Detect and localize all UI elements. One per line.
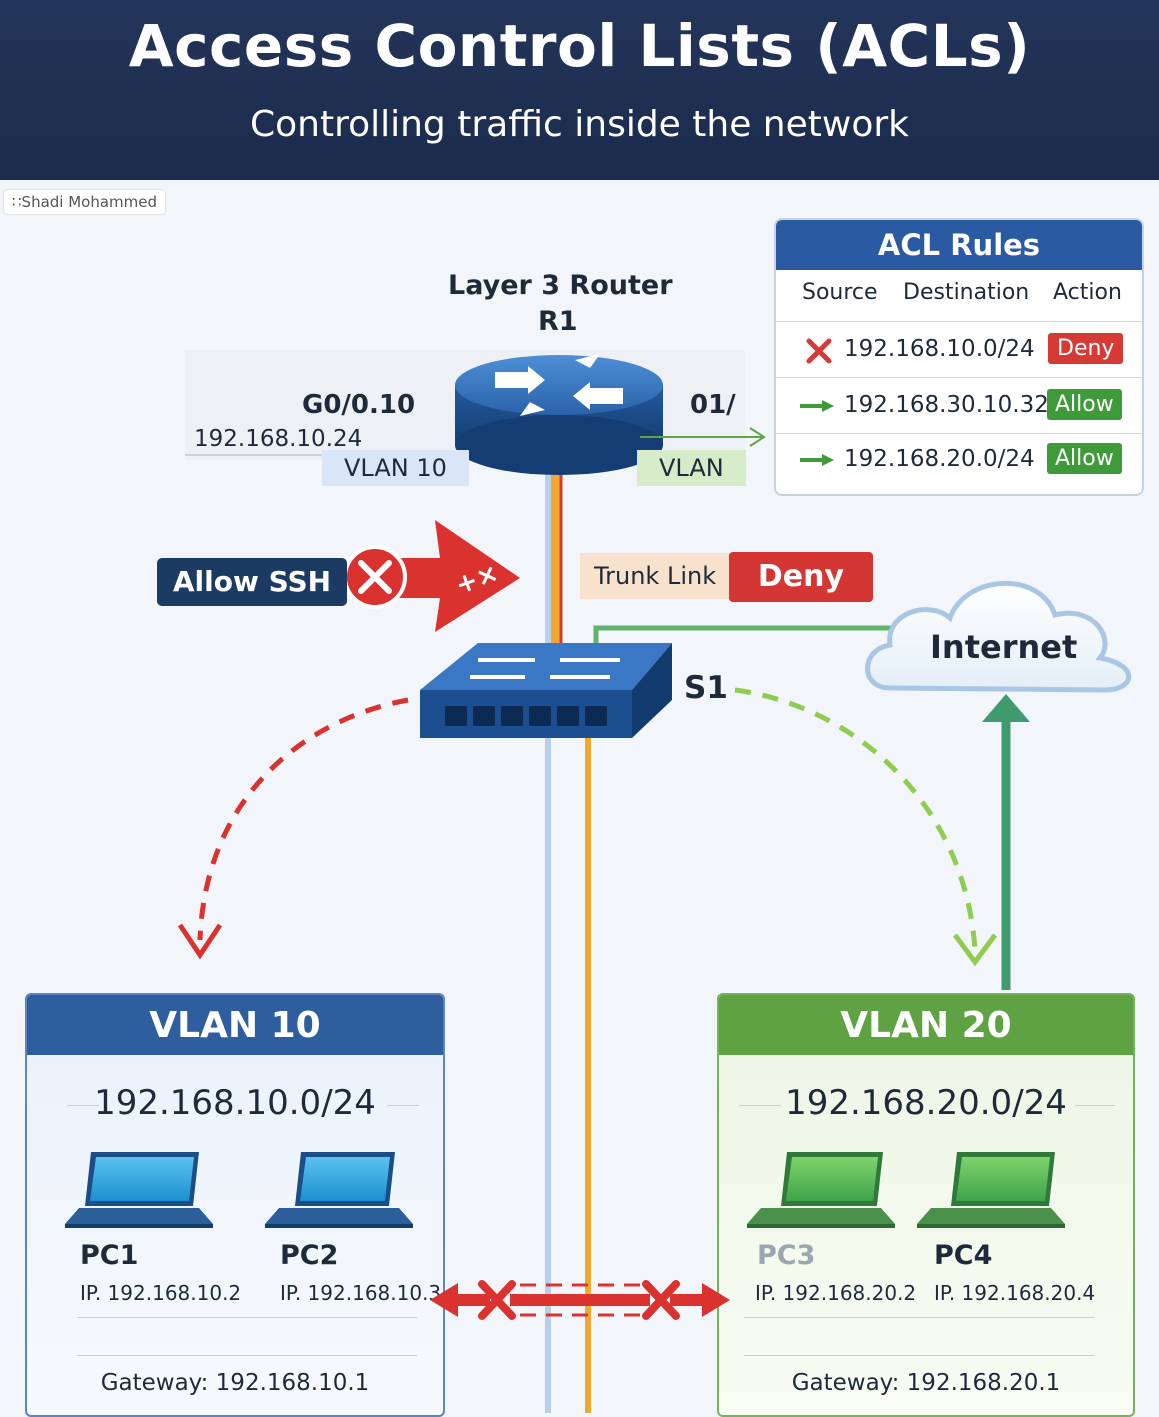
vlan20-title: VLAN 20 xyxy=(719,995,1133,1055)
allowed-path-vlan20 xyxy=(734,687,978,951)
author-watermark: ∷Shadi Mohammed xyxy=(4,190,166,214)
allow-ssh-label: Allow SSH xyxy=(157,558,347,606)
acl-rule-action: Allow xyxy=(1047,389,1122,420)
laptop-icon[interactable] xyxy=(915,1150,1075,1230)
router-left-ip: 192.168.10.24 xyxy=(194,426,363,452)
switch-name: S1 xyxy=(684,670,728,706)
acl-title: ACL Rules xyxy=(776,220,1142,270)
router-right-interface: 01/ xyxy=(690,390,736,420)
vlan10-subnet: 192.168.10.0/24 xyxy=(94,1083,376,1123)
pc3-name: PC3 xyxy=(757,1240,816,1271)
laptop-icon[interactable] xyxy=(263,1150,423,1230)
page-title: Access Control Lists (ACLs) xyxy=(128,12,1031,80)
vlan10-tag: VLAN 10 xyxy=(322,450,469,486)
pc1-name: PC1 xyxy=(80,1240,139,1271)
router-name: R1 xyxy=(538,306,578,337)
header-banner xyxy=(0,0,1159,180)
laptop-icon[interactable] xyxy=(745,1150,905,1230)
green-arrow-icon xyxy=(800,400,834,412)
deny-label: Deny xyxy=(729,552,873,602)
block-x-icon xyxy=(343,545,407,609)
vlan10-panel: VLAN 10 192.168.10.0/24 PC1 IP. 192.168.… xyxy=(25,993,445,1417)
acl-rule-ip: 192.168.10.0/24 xyxy=(844,336,1035,362)
trunk-link-label: Trunk Link xyxy=(580,553,731,599)
acl-rule-row: 192.168.30.10.32 Allow xyxy=(776,377,1142,434)
blocked-ssh-arrow: +× xyxy=(395,520,520,632)
pc4-ip: IP. 192.168.20.4 xyxy=(934,1281,1096,1305)
red-x-icon xyxy=(806,338,832,364)
acl-rule-ip: 192.168.30.10.32 xyxy=(844,392,1049,418)
page-subtitle: Controlling traffic inside the network xyxy=(249,104,909,145)
acl-col-destination: Destination xyxy=(903,280,1030,305)
acl-rule-row: 192.168.10.0/24 Deny xyxy=(776,321,1142,378)
pc2-name: PC2 xyxy=(280,1240,339,1271)
acl-rule-action: Allow xyxy=(1047,443,1122,474)
vlan20-panel: VLAN 20 192.168.20.0/24 PC3 IP. 192.168.… xyxy=(717,993,1135,1417)
pc1-ip: IP. 192.168.10.2 xyxy=(80,1281,242,1305)
laptop-icon[interactable] xyxy=(63,1150,223,1230)
acl-rule-ip: 192.168.20.0/24 xyxy=(844,446,1035,472)
inter-vlan-blocked-arrow xyxy=(430,1280,730,1320)
cloud-icon xyxy=(865,580,1132,693)
switch-internet-link xyxy=(593,625,905,650)
red-x-icon xyxy=(478,1280,516,1320)
vlan-tag-right: VLAN xyxy=(637,450,746,486)
acl-rule-row: 192.168.20.0/24 Allow xyxy=(776,433,1142,490)
switch-icon[interactable] xyxy=(420,643,672,738)
pc3-ip: IP. 192.168.20.2 xyxy=(755,1281,917,1305)
acl-col-action: Action xyxy=(1053,280,1122,305)
pc2-ip: IP. 192.168.10.3 xyxy=(280,1281,442,1305)
vlan10-title: VLAN 10 xyxy=(27,995,443,1055)
acl-rule-action: Deny xyxy=(1048,333,1124,364)
router-left-interface: G0/0.10 xyxy=(302,390,416,420)
pc4-name: PC4 xyxy=(934,1240,993,1271)
vlan20-gateway: Gateway: 192.168.20.1 xyxy=(791,1370,1061,1396)
red-x-icon xyxy=(642,1280,680,1320)
vlan20-subnet: 192.168.20.0/24 xyxy=(785,1083,1067,1123)
vlan10-gateway: Gateway: 192.168.10.1 xyxy=(100,1370,370,1396)
blocked-path-vlan10 xyxy=(197,697,409,941)
acl-col-source: Source xyxy=(802,280,878,305)
acl-rules-panel: ACL Rules Source Destination Action 192.… xyxy=(774,218,1144,496)
internet-label: Internet xyxy=(930,628,1078,666)
router-icon[interactable] xyxy=(455,354,663,475)
router-title: Layer 3 Router xyxy=(448,270,673,301)
green-arrow-icon xyxy=(800,454,834,466)
